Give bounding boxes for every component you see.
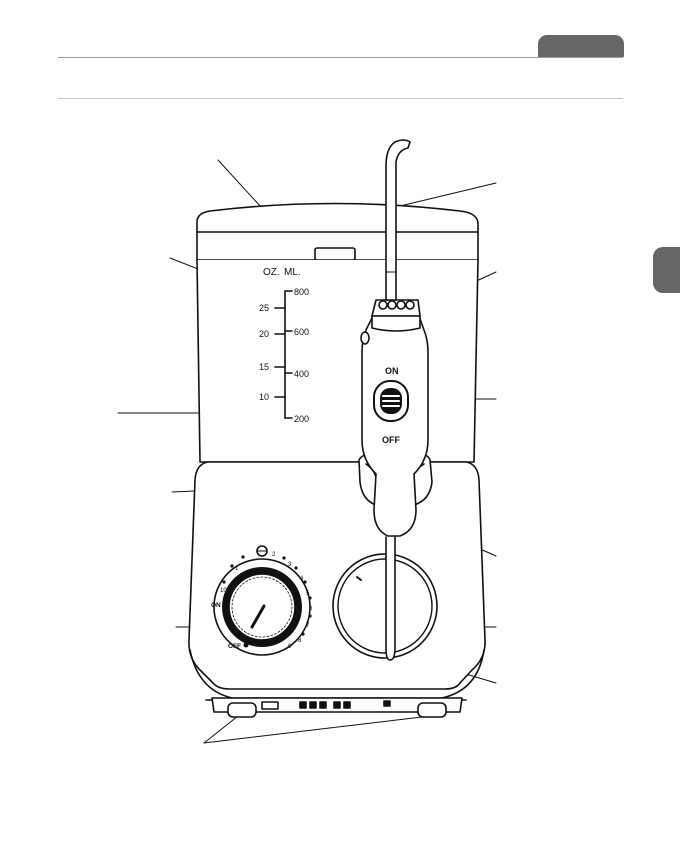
header-rule-top	[58, 57, 623, 58]
dial-setting-7: 7	[306, 623, 310, 629]
scale-unit-ml: ML.	[284, 267, 301, 278]
reservoir-lid	[196, 202, 479, 261]
handle-on-label: ON	[385, 366, 399, 376]
dial-setting-9: 9	[288, 644, 292, 650]
handle-hose	[385, 536, 396, 661]
scale-oz-15: 15	[259, 362, 269, 372]
leader-foot-left	[203, 715, 239, 744]
dial-off-label: OFF	[228, 643, 241, 650]
scale-oz-25: 25	[259, 303, 269, 313]
dial-setting-2: 2	[272, 552, 276, 558]
dial-setting-3: 3	[288, 562, 292, 568]
flosser-tip	[385, 139, 411, 301]
base-feet	[211, 697, 463, 718]
header-tab	[538, 35, 624, 57]
scale-ml-200: 200	[294, 414, 309, 424]
leader-tip	[395, 182, 497, 208]
header-rule-bottom	[58, 98, 623, 99]
leader-foot-right	[203, 716, 423, 744]
handle-body: ON OFF	[360, 299, 429, 537]
dial-setting-1: 1	[235, 566, 239, 572]
handle-pause-button	[360, 331, 370, 345]
handle-off-label: OFF	[382, 435, 400, 445]
scale-ml-400: 400	[294, 369, 309, 379]
dial-setting-5: 5	[306, 591, 310, 597]
dial-setting-8: 8	[298, 638, 302, 644]
scale-oz-20: 20	[259, 329, 269, 339]
dial-on-label: ON	[211, 602, 221, 609]
dial-setting-10: 10	[220, 588, 227, 594]
dial-setting-4: 4	[300, 576, 304, 582]
tip-storage-compartment	[332, 553, 438, 659]
dial-setting-dots	[222, 555, 312, 648]
scale-unit-oz: OZ.	[263, 267, 280, 278]
water-level-scale: OZ. ML. 800 600 400 200 25 20 15 10	[259, 267, 309, 424]
pressure-control-dial: 1 2 3 4 5 6 7 8 9 10 ON OFF	[211, 545, 313, 656]
scale-ml-600: 600	[294, 327, 309, 337]
foot-left	[227, 702, 257, 718]
scale-ml-800: 800	[294, 287, 309, 297]
foot-right	[417, 702, 447, 718]
reservoir-body	[196, 259, 479, 463]
scale-oz-10: 10	[259, 392, 269, 402]
dial-setting-6: 6	[309, 606, 313, 612]
side-thumb-tab	[653, 247, 680, 293]
